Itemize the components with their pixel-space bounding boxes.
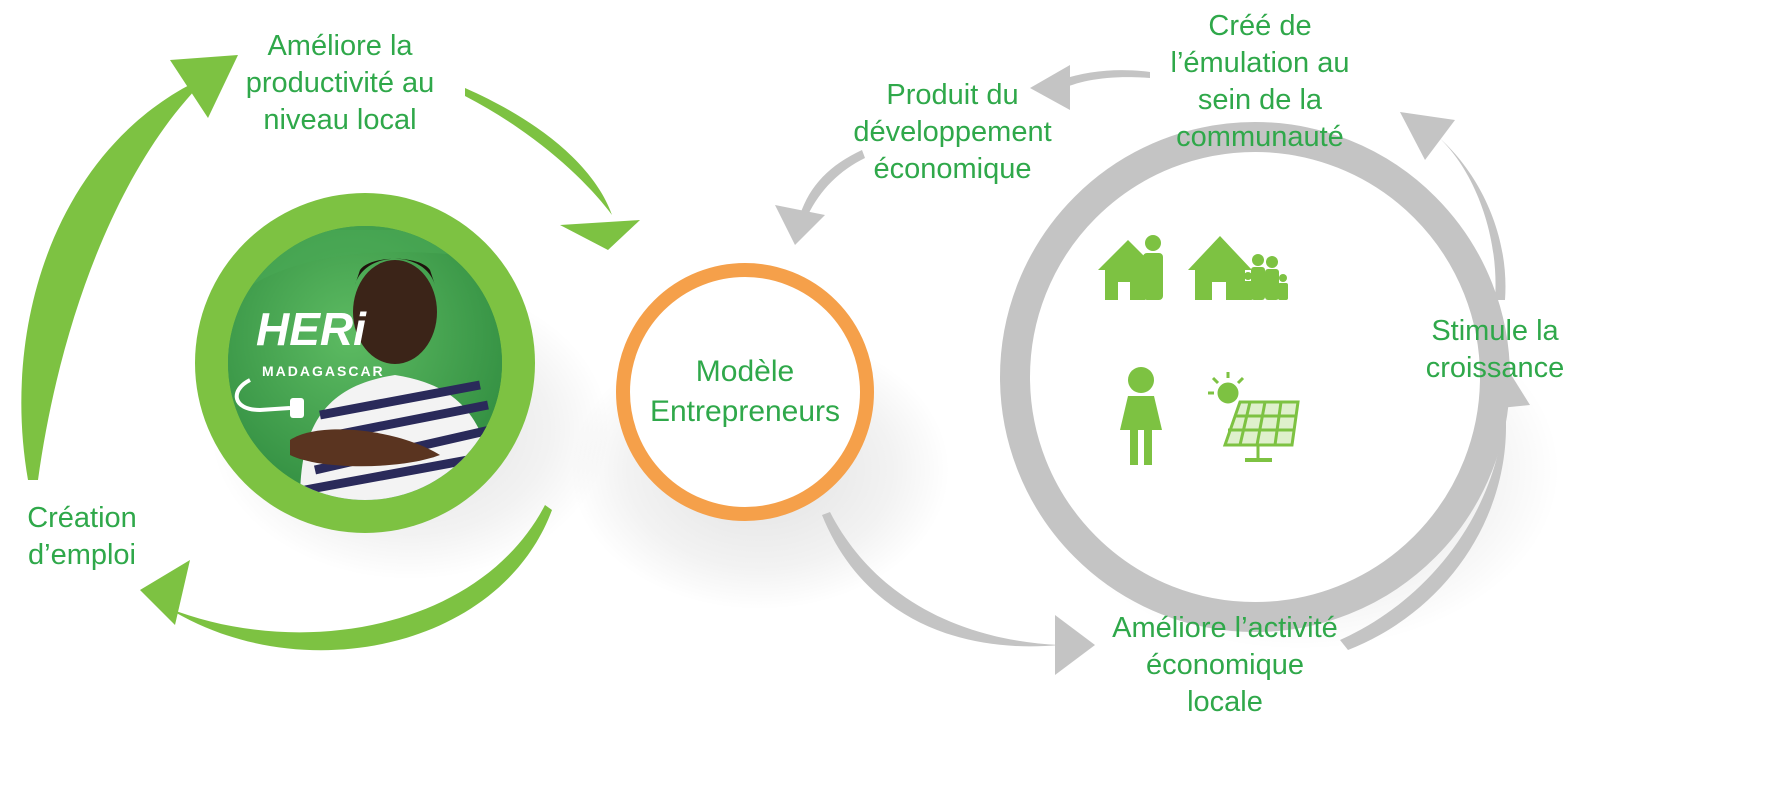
gray-arrow-top [1030, 65, 1150, 110]
label-local-activity: Améliore l’activité économique locale [1112, 612, 1338, 718]
solar-panel-icon [1208, 372, 1300, 462]
green-arrow-left-up [21, 55, 238, 480]
label-economic-development: Produit du développement économique [853, 79, 1052, 185]
gray-arrow-right-up [1400, 112, 1506, 300]
woman-icon [1120, 367, 1162, 465]
label-growth: Stimule la croissance [1425, 315, 1565, 384]
green-arrow-top-right [465, 88, 640, 250]
photo-brand: HERi [256, 303, 367, 355]
photo-subbrand: MADAGASCAR [262, 363, 385, 379]
label-community-emulation: Créé de l’émulation au sein de la commun… [1170, 10, 1350, 153]
entrepreneur-photo: HERi MADAGASCAR [195, 193, 535, 533]
center-label: Modèle Entrepreneurs [649, 355, 841, 428]
house-man-icon [1098, 235, 1163, 300]
gray-arrow-top-left-down [775, 150, 865, 245]
label-job-creation: Création d’emploi [27, 502, 137, 571]
gray-arrow-bottom [822, 512, 1095, 675]
green-arrow-bottom [140, 505, 552, 651]
label-productivity: Améliore la productivité au niveau local [245, 30, 435, 136]
house-family-icon [1188, 236, 1288, 300]
center-ring [616, 263, 874, 521]
